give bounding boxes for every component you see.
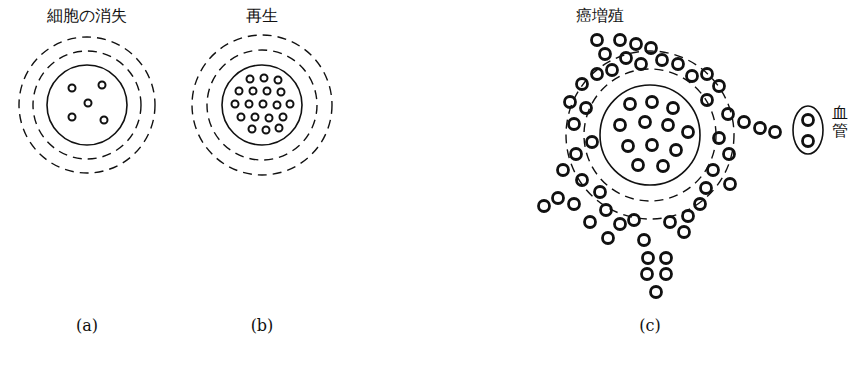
blood-vessel <box>793 106 823 154</box>
panel-title: 細胞の消失 <box>47 6 127 25</box>
dashed-circle <box>19 37 155 173</box>
vessel-label: 血管 <box>832 104 848 139</box>
dashed-circle <box>566 51 734 219</box>
dashed-circle <box>192 35 332 175</box>
cells <box>539 35 814 298</box>
panel-number: (b) <box>251 316 274 335</box>
panel-title: 再生 <box>246 6 278 25</box>
cells <box>69 82 108 124</box>
tissue-circle <box>222 65 302 145</box>
panel-a <box>19 37 155 173</box>
cells <box>232 75 294 134</box>
dashed-circle <box>207 50 317 160</box>
panel-b <box>192 35 332 175</box>
tissue-circle <box>47 65 127 145</box>
panel-number: (c) <box>639 316 660 335</box>
tissue-circle <box>600 85 700 185</box>
dashed-circle <box>584 69 716 201</box>
panel-c <box>539 35 824 298</box>
panel-title: 癌増殖 <box>576 6 624 25</box>
panel-number: (a) <box>76 316 98 335</box>
dashed-circle <box>33 51 141 159</box>
